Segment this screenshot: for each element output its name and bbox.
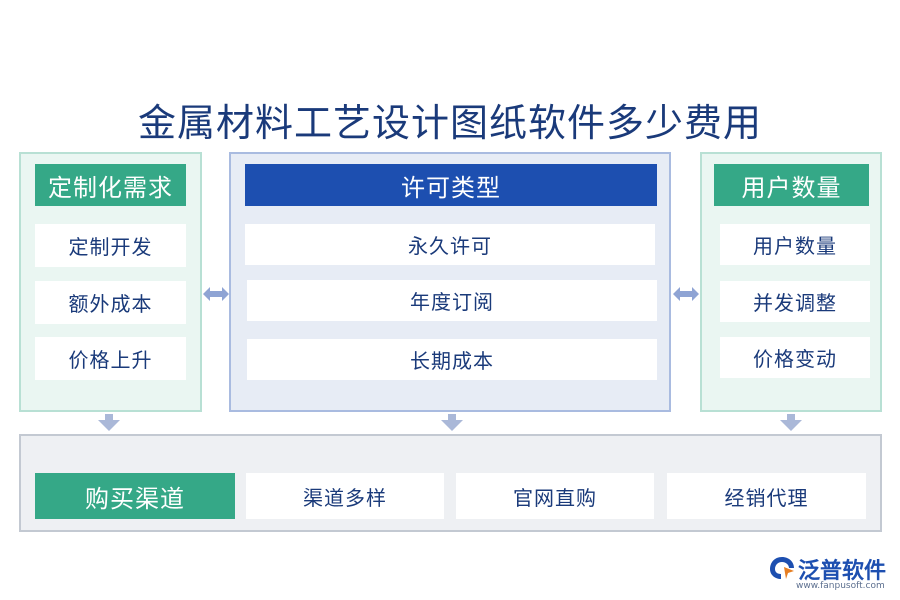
user-count-item: 价格变动 bbox=[720, 337, 870, 378]
brand-logo: 泛普软件 www.fanpusoft.com bbox=[768, 553, 893, 597]
double-arrow-icon bbox=[203, 287, 229, 301]
customization-item: 定制开发 bbox=[35, 224, 186, 267]
purchase-channel-item: 渠道多样 bbox=[246, 473, 444, 519]
user-count-item: 用户数量 bbox=[720, 224, 870, 265]
logo-url: www.fanpusoft.com bbox=[796, 581, 885, 591]
customization-item: 额外成本 bbox=[35, 281, 186, 324]
user-count-item: 并发调整 bbox=[720, 281, 870, 322]
license-item: 长期成本 bbox=[247, 339, 657, 380]
purchase-channel-item: 经销代理 bbox=[667, 473, 866, 519]
down-arrow-icon bbox=[441, 414, 463, 431]
customization-header: 定制化需求 bbox=[35, 164, 186, 206]
logo-name: 泛普软件 bbox=[798, 559, 887, 584]
logo-icon bbox=[770, 557, 794, 579]
license-item: 永久许可 bbox=[245, 224, 655, 265]
license-item: 年度订阅 bbox=[247, 280, 657, 321]
license-header: 许可类型 bbox=[245, 164, 657, 206]
purchase-channel-header: 购买渠道 bbox=[35, 473, 235, 519]
customization-item: 价格上升 bbox=[35, 337, 186, 380]
user-count-header: 用户数量 bbox=[714, 164, 869, 206]
double-arrow-icon bbox=[673, 287, 699, 301]
purchase-channel-item: 官网直购 bbox=[456, 473, 654, 519]
down-arrow-icon bbox=[780, 414, 802, 431]
down-arrow-icon bbox=[98, 414, 120, 431]
page-title: 金属材料工艺设计图纸软件多少费用 bbox=[137, 101, 762, 145]
